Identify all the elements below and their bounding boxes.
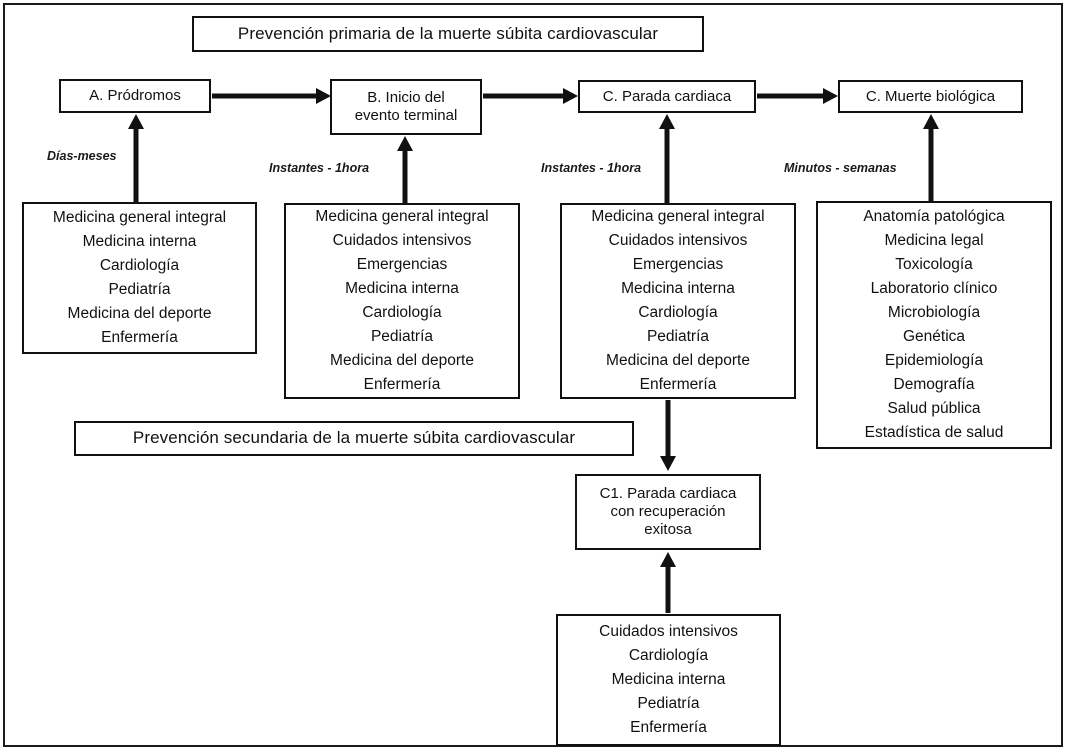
specialty-box-c1: Cuidados intensivos Cardiología Medicina… xyxy=(556,614,781,746)
banner-secondary-prevention-label: Prevención secundaria de la muerte súbit… xyxy=(132,428,576,448)
specialty-item: Emergencias xyxy=(632,255,724,273)
specialty-item: Enfermería xyxy=(363,376,441,394)
specialty-item: Laboratorio clínico xyxy=(870,279,998,297)
specialty-item: Pediatría xyxy=(370,328,434,346)
specialty-item: Emergencias xyxy=(356,255,448,273)
banner-primary-prevention: Prevención primaria de la muerte súbita … xyxy=(192,16,704,52)
arrow-a-to-b xyxy=(212,87,332,105)
arrow-specialties-a-to-stage-a xyxy=(126,114,146,204)
stage-box-b-inicio-evento-terminal[interactable]: B. Inicio del evento terminal xyxy=(330,79,482,135)
stage-box-a-prodromos[interactable]: A. Pródromos xyxy=(59,79,211,113)
arrow-b-to-c xyxy=(483,87,579,105)
specialty-item: Medicina interna xyxy=(621,279,735,297)
specialty-box-c: Medicina general integral Cuidados inten… xyxy=(560,203,796,399)
specialty-item: Enfermería xyxy=(639,376,717,394)
specialty-item: Medicina del deporte xyxy=(67,305,212,323)
stage-box-c-parada-cardiaca[interactable]: C. Parada cardiaca xyxy=(578,80,756,113)
specialty-item: Pediatría xyxy=(646,328,710,346)
time-label-a: Días-meses xyxy=(47,149,117,163)
specialty-item: Genética xyxy=(902,328,966,345)
stage-c-line1: C. Parada cardiaca xyxy=(602,87,732,105)
stage-box-c1-parada-cardiaca-recuperacion[interactable]: C1. Parada cardiaca con recuperación exi… xyxy=(575,474,761,550)
specialty-item: Medicina interna xyxy=(345,279,459,297)
specialty-item: Salud pública xyxy=(887,400,981,418)
diagram-outer-frame xyxy=(3,3,1063,747)
time-label-c: Instantes - 1hora xyxy=(541,161,642,175)
specialty-item: Cardiología xyxy=(638,304,718,321)
specialty-item: Cuidados intensivos xyxy=(599,622,738,640)
specialty-item: Cuidados intensivos xyxy=(332,231,472,249)
banner-secondary-prevention: Prevención secundaria de la muerte súbit… xyxy=(74,421,634,456)
arrow-specialties-c-down-to-c1 xyxy=(658,400,678,472)
specialty-item: Estadística de salud xyxy=(864,424,1004,442)
stage-a-line1: A. Pródromos xyxy=(89,87,181,105)
time-label-d: Minutos - semanas xyxy=(784,161,897,175)
specialty-item: Demografía xyxy=(893,376,975,394)
specialty-item: Cardiología xyxy=(628,646,709,664)
arrow-specialties-c1-to-stage-c1 xyxy=(658,552,678,614)
specialty-item: Medicina interna xyxy=(611,671,726,688)
specialty-item: Medicina legal xyxy=(884,231,984,249)
arrow-specialties-c-to-stage-c xyxy=(657,114,677,204)
specialty-item: Microbiología xyxy=(887,303,981,321)
specialty-box-a: Medicina general integral Medicina inter… xyxy=(22,202,257,354)
specialty-item: Medicina general integral xyxy=(591,207,765,225)
time-label-b: Instantes - 1hora xyxy=(269,161,370,175)
specialty-item: Pediatría xyxy=(108,281,171,298)
stage-box-d-muerte-biologica[interactable]: C. Muerte biológica xyxy=(838,80,1023,113)
arrow-specialties-d-to-stage-d xyxy=(921,114,941,204)
stage-d-line1: C. Muerte biológica xyxy=(865,87,996,105)
stage-c1-line3: exitosa xyxy=(644,520,692,538)
stage-c1-line1: C1. Parada cardiaca xyxy=(599,485,737,503)
stage-c1-line2: con recuperación xyxy=(610,503,726,521)
specialty-item: Enfermería xyxy=(101,329,178,347)
specialty-item: Medicina general integral xyxy=(315,207,489,225)
specialty-item: Toxicología xyxy=(895,255,973,273)
specialty-item: Cardiología xyxy=(99,256,180,274)
specialty-item: Medicina del deporte xyxy=(606,352,750,370)
specialty-item: Cardiología xyxy=(362,304,442,321)
specialty-item: Medicina del deporte xyxy=(330,352,474,370)
arrow-c-to-d xyxy=(757,87,839,105)
specialty-item: Epidemiología xyxy=(884,352,984,370)
specialty-item: Medicina interna xyxy=(82,232,197,250)
banner-primary-prevention-label: Prevención primaria de la muerte súbita … xyxy=(237,23,659,43)
specialty-item: Enfermería xyxy=(630,719,707,737)
specialty-box-b: Medicina general integral Cuidados inten… xyxy=(284,203,520,399)
specialty-item: Pediatría xyxy=(637,695,700,713)
specialty-item: Cuidados intensivos xyxy=(608,231,748,249)
stage-b-line1: B. Inicio del xyxy=(367,89,445,107)
arrow-specialties-b-to-stage-b xyxy=(395,136,415,204)
specialty-item: Medicina general integral xyxy=(52,208,227,226)
stage-b-line2: evento terminal xyxy=(354,107,458,124)
specialty-box-d: Anatomía patológica Medicina legal Toxic… xyxy=(816,201,1052,449)
specialty-item: Anatomía patológica xyxy=(863,207,1005,225)
